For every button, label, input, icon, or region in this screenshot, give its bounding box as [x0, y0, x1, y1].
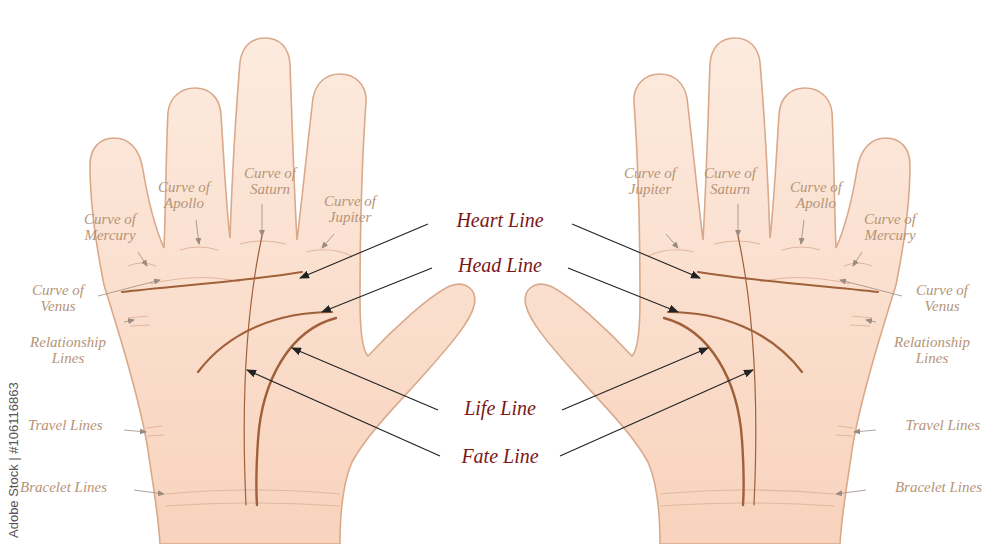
curve-label: Curve of Apollo	[149, 180, 219, 212]
curve-label: Curve of Jupiter	[315, 194, 385, 226]
left-hand	[90, 38, 475, 544]
curve-label: Curve of Mercury	[850, 212, 930, 244]
curve-label: Curve of Saturn	[235, 166, 305, 198]
curve-label: Curve of Mercury	[70, 212, 150, 244]
right-hand	[525, 38, 910, 544]
palm-line-label: Head Line	[415, 255, 585, 276]
curve-label: Curve of Apollo	[781, 180, 851, 212]
line-label: Bracelet Lines	[20, 480, 140, 496]
line-label: Travel Lines	[28, 418, 128, 434]
palm-line-label: Fate Line	[415, 446, 585, 467]
palm-line-label: Life Line	[415, 398, 585, 419]
curve-label: Curve of Saturn	[695, 166, 765, 198]
curve-label: Curve of Venus	[18, 283, 98, 315]
line-label: Relationship Lines	[882, 335, 982, 367]
watermark: Adobe Stock | #106116863	[6, 382, 21, 538]
curve-label: Curve of Venus	[902, 283, 982, 315]
line-label: Bracelet Lines	[862, 480, 982, 496]
palm-line-label: Heart Line	[415, 210, 585, 231]
line-label: Travel Lines	[870, 418, 980, 434]
curve-label: Curve of Jupiter	[615, 166, 685, 198]
line-label: Relationship Lines	[18, 335, 118, 367]
